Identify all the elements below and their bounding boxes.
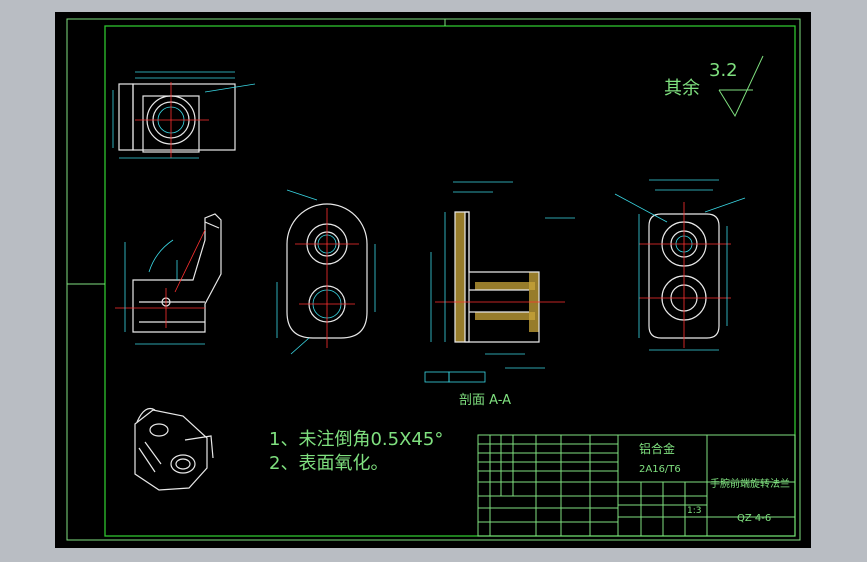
drawing-number: QZ 4-6 (737, 513, 771, 524)
roughness-prefix: 其余 (664, 78, 700, 99)
side-view (115, 213, 222, 345)
inner-drawing-frame (104, 25, 796, 537)
title-block (477, 434, 796, 537)
part-name: 手腕前端旋转法兰 (710, 477, 790, 490)
section-a-a (424, 181, 575, 383)
material-grade: 2A16/T6 (639, 464, 681, 475)
right-view (614, 179, 746, 351)
isometric-view (134, 407, 214, 491)
drawing-scale: 1:3 (687, 506, 701, 516)
technical-note-1: 1、未注倒角0.5X45° (269, 429, 443, 450)
roughness-symbol (718, 55, 764, 118)
cad-drawing-viewport[interactable]: 其余 3.2 剖面 A-A 1、未注倒角0.5X45° 2、表面氧化。 铝合金 … (55, 12, 811, 548)
roughness-value: 3.2 (709, 60, 738, 81)
outer-sheet-border (66, 18, 801, 541)
material-name: 铝合金 (639, 441, 675, 456)
technical-note-2: 2、表面氧化。 (269, 453, 388, 474)
top-view (112, 71, 256, 159)
cad-drawing-canvas: 其余 3.2 剖面 A-A 1、未注倒角0.5X45° 2、表面氧化。 铝合金 … (66, 18, 801, 541)
front-view (276, 189, 376, 355)
section-label: 剖面 A-A (459, 393, 511, 408)
